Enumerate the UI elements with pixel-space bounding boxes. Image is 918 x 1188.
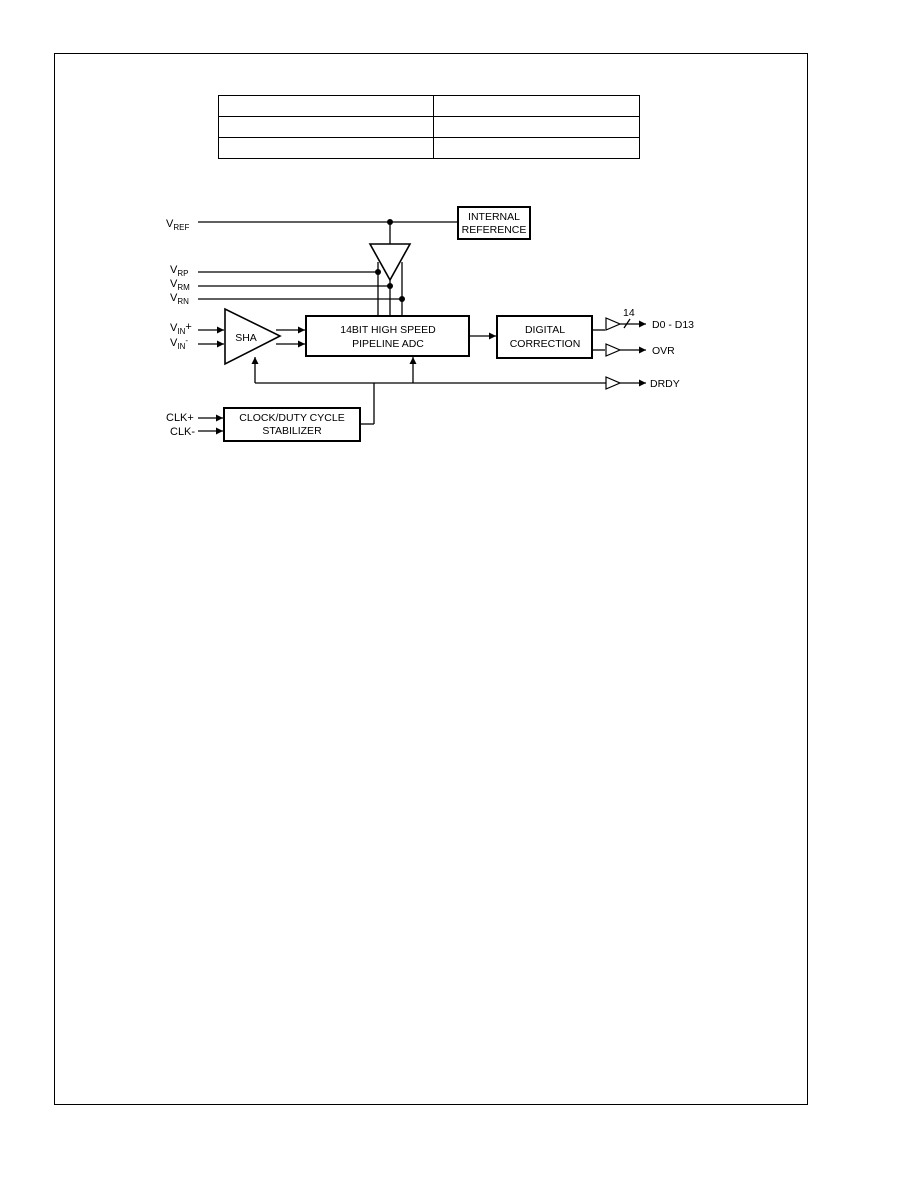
- vrm-label: VRM: [170, 278, 190, 292]
- vin-plus-label: VIN+: [170, 321, 192, 336]
- adc-block: [305, 315, 470, 357]
- vrp-label: VRP: [170, 264, 188, 278]
- ovr-buffer: [605, 343, 622, 357]
- vrn-label: VRN: [170, 292, 189, 306]
- junction-dot: [387, 283, 393, 289]
- digital-correction-label-1: DIGITAL: [525, 324, 565, 336]
- clock-stabilizer-label-1: CLOCK/DUTY CYCLE: [239, 412, 344, 424]
- adc-label-2: PIPELINE ADC: [352, 338, 424, 350]
- junction-dot: [375, 269, 381, 275]
- junction-dot: [399, 296, 405, 302]
- sha-amplifier: [224, 307, 282, 366]
- clock-stabilizer-block: [223, 407, 361, 442]
- internal-reference-label-2: REFERENCE: [462, 224, 527, 236]
- bus-width-label: 14: [623, 307, 635, 319]
- junction-dot: [387, 219, 393, 225]
- drdy-output-label: DRDY: [650, 378, 680, 390]
- drdy-buffer: [605, 376, 622, 390]
- vin-minus-label: VIN-: [170, 336, 188, 351]
- table-row: [218, 137, 640, 159]
- bus-slash: [623, 318, 631, 329]
- data-output-label: D0 - D13: [652, 319, 694, 331]
- reference-buffer-triangle: [368, 243, 412, 282]
- adc-label-1: 14BIT HIGH SPEED: [340, 324, 436, 336]
- data-buffer: [605, 317, 622, 331]
- internal-reference-label-1: INTERNAL: [468, 211, 520, 223]
- clock-stabilizer-label-2: STABILIZER: [262, 425, 322, 437]
- blank-table: [218, 95, 640, 159]
- internal-reference-block: [457, 206, 531, 240]
- vref-label: VREF: [166, 218, 189, 232]
- table-cell: [433, 137, 640, 159]
- clk-plus-label: CLK+: [166, 412, 194, 424]
- digital-correction-block: [496, 315, 593, 359]
- page-border: [54, 53, 808, 1105]
- clk-minus-label: CLK-: [170, 426, 195, 438]
- sha-label: SHA: [235, 332, 257, 344]
- ovr-output-label: OVR: [652, 345, 675, 357]
- digital-correction-label-2: CORRECTION: [510, 338, 581, 350]
